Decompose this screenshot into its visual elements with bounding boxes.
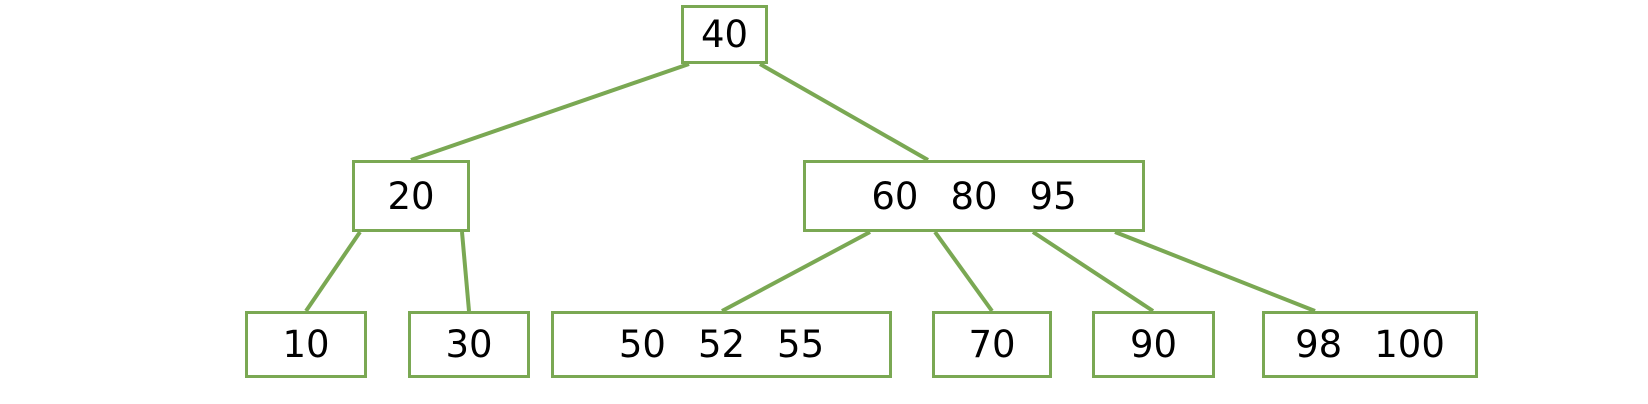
node-key: 70 [968, 323, 1016, 366]
tree-edge [304, 230, 362, 313]
node-key: 95 [1029, 174, 1077, 218]
node-keys: 40 [701, 16, 748, 53]
node-key: 60 [871, 174, 919, 218]
tree-node-leaf-50-52-55[interactable]: 50 52 55 [551, 311, 892, 378]
node-key: 50 [618, 323, 666, 366]
tree-edge [721, 230, 871, 313]
node-key: 20 [387, 174, 435, 218]
node-keys: 20 [387, 178, 434, 215]
tree-node-leaf-30[interactable]: 30 [408, 311, 530, 378]
node-key: 55 [777, 323, 825, 366]
node-key: 90 [1129, 323, 1178, 366]
tree-node-leaf-70[interactable]: 70 [932, 311, 1052, 378]
node-keys: 10 [282, 326, 329, 363]
tree-edge [759, 62, 929, 162]
node-key: 30 [445, 323, 493, 366]
tree-node-leaf-98-100[interactable]: 98 100 [1262, 311, 1478, 378]
node-key: 10 [282, 323, 330, 366]
node-keys: 90 [1130, 326, 1177, 363]
tree-node-root[interactable]: 40 [681, 5, 768, 64]
node-key: 80 [950, 174, 998, 218]
node-keys: 50 52 55 [619, 326, 824, 363]
node-key: 52 [697, 323, 746, 366]
node-key: 40 [700, 13, 749, 56]
tree-node-internal-left[interactable]: 20 [352, 160, 470, 232]
tree-edge [1031, 230, 1155, 313]
tree-node-internal-right[interactable]: 60 80 95 [803, 160, 1145, 232]
tree-edge [933, 230, 994, 313]
node-keys: 70 [968, 326, 1015, 363]
tree-edge [1114, 230, 1316, 313]
tree-edge [410, 62, 690, 162]
node-keys: 98 100 [1295, 326, 1445, 363]
tree-node-leaf-90[interactable]: 90 [1092, 311, 1215, 378]
node-key: 100 [1374, 323, 1445, 366]
tree-node-leaf-10[interactable]: 10 [245, 311, 367, 378]
node-keys: 30 [445, 326, 492, 363]
tree-edge [460, 231, 471, 312]
node-key: 98 [1295, 323, 1343, 366]
